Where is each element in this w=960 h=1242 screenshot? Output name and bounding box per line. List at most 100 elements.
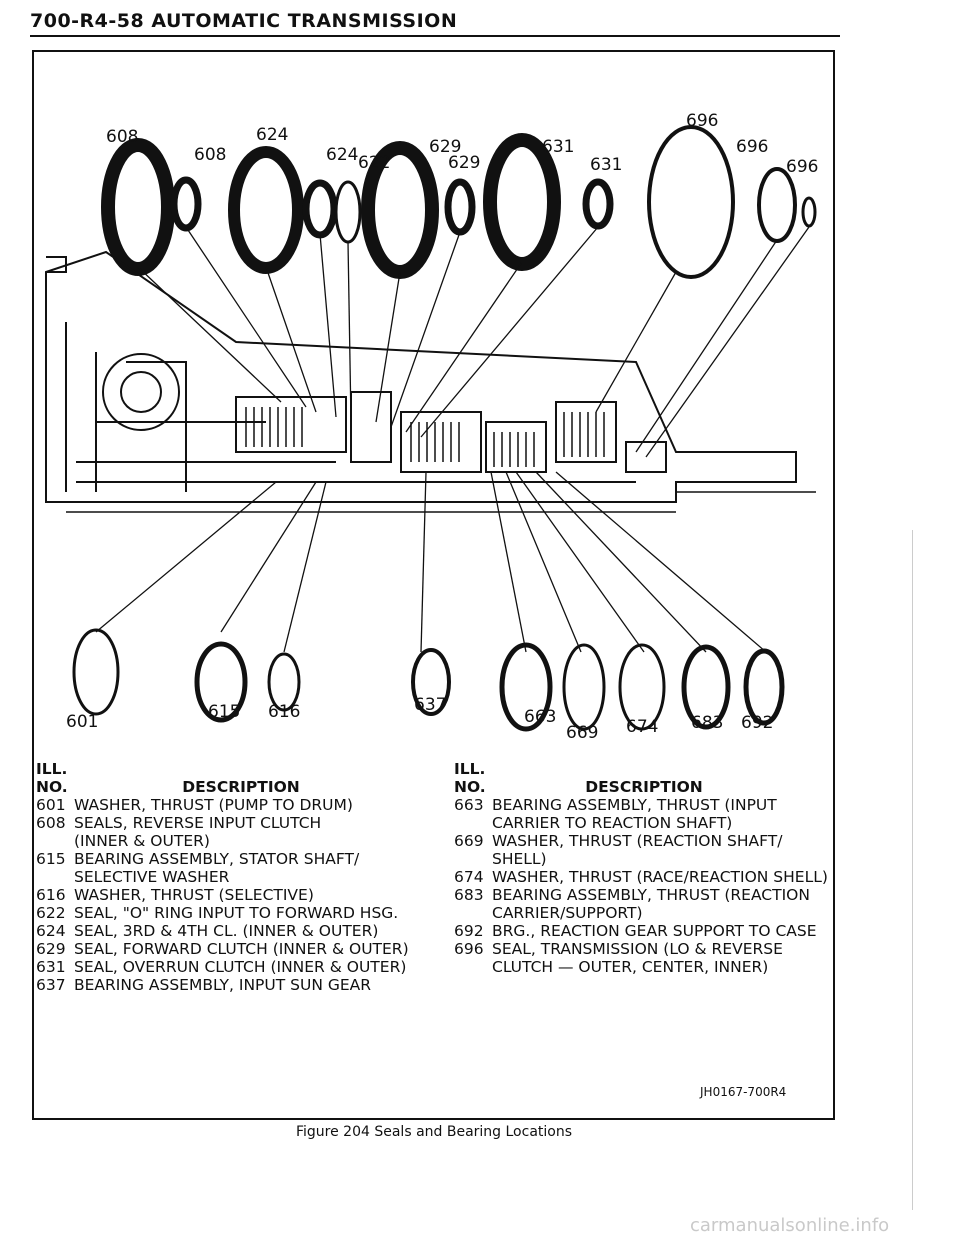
legend-entry: 616 WASHER, THRUST (SELECTIVE) (36, 886, 456, 904)
legend-entry-description: SEAL, OVERRUN CLUTCH (INNER & OUTER) (74, 958, 456, 976)
washer-616 (267, 652, 301, 712)
legend-entry-line: BEARING ASSEMBLY, THRUST (REACTION (492, 886, 810, 904)
callout-608-b: 608 (194, 145, 226, 165)
legend-entry-number: 616 (36, 886, 66, 904)
callout-601: 601 (66, 712, 98, 732)
legend-entry: 622 SEAL, "O" RING INPUT TO FORWARD HSG. (36, 904, 456, 922)
legend-entry-number: 622 (36, 904, 66, 922)
legend-entry: 692 BRG., REACTION GEAR SUPPORT TO CASE (454, 922, 844, 940)
legend-entry-line: (INNER & OUTER) (74, 832, 210, 850)
bottom-bearings (72, 628, 785, 732)
callout-629-a: 629 (429, 137, 461, 157)
legend-entry-line: SELECTIVE WASHER (74, 868, 230, 886)
legend-ill-label: ILL. (454, 760, 486, 778)
legend-description-label: DESCRIPTION (585, 778, 703, 796)
callout-696-c: 696 (786, 157, 818, 177)
figure-code: JH0167-700R4 (700, 1085, 787, 1099)
callout-608-a: 608 (106, 127, 138, 147)
callout-674: 674 (626, 717, 658, 737)
transmission-cross-section (45, 250, 816, 513)
legend-entry: 629 SEAL, FORWARD CLUTCH (INNER & OUTER) (36, 940, 456, 958)
washer-669 (562, 643, 606, 731)
seal-608-outer (101, 138, 175, 276)
header-rule (30, 35, 840, 37)
legend-entry-number: 624 (36, 922, 66, 940)
legend-entry-number: 629 (36, 940, 66, 958)
seal-696-inner (801, 196, 817, 228)
legend-entry-line: SEAL, OVERRUN CLUTCH (INNER & OUTER) (74, 958, 407, 976)
callout-696-b: 696 (736, 137, 768, 157)
legend-entry-line: BRG., REACTION GEAR SUPPORT TO CASE (492, 922, 817, 940)
callout-622: 622 (358, 153, 390, 173)
legend-entry-description: WASHER, THRUST (REACTION SHAFT/SHELL) (492, 832, 844, 868)
seal-696-outer (647, 125, 735, 279)
callout-labels: 608 608 624 624 622 629 629 631 631 696 … (66, 111, 818, 743)
page-header: 700-R4-58 AUTOMATIC TRANSMISSION (30, 10, 458, 32)
watermark: carmanualsonline.info (690, 1215, 890, 1236)
callout-696-a: 696 (686, 111, 718, 131)
legend-entry: 637 BEARING ASSEMBLY, INPUT SUN GEAR (36, 976, 456, 994)
seal-696-center (757, 167, 797, 243)
callout-637: 637 (414, 695, 446, 715)
legend-entry-description: WASHER, THRUST (RACE/REACTION SHELL) (492, 868, 844, 886)
seal-624-outer (228, 146, 304, 274)
callout-629-b: 629 (448, 153, 480, 173)
legend-entry-description: SEALS, REVERSE INPUT CLUTCH(INNER & OUTE… (74, 814, 456, 850)
side-rule (912, 530, 913, 1210)
legend-entry-number: 663 (454, 796, 484, 814)
legend-entry: 631 SEAL, OVERRUN CLUTCH (INNER & OUTER) (36, 958, 456, 976)
legend-entry-number: 692 (454, 922, 484, 940)
legend-ill-label: ILL. (36, 760, 68, 778)
callout-663: 663 (524, 707, 556, 727)
legend-entry-number: 683 (454, 886, 484, 904)
seal-631-outer (483, 133, 561, 271)
legend-entry: 669 WASHER, THRUST (REACTION SHAFT/SHELL) (454, 832, 844, 868)
callout-683: 683 (691, 713, 723, 733)
legend-entry-line: SEAL, TRANSMISSION (LO & REVERSE (492, 940, 783, 958)
figure-caption: Figure 204 Seals and Bearing Locations (295, 1124, 573, 1140)
legend-entry-number: 696 (454, 940, 484, 958)
callout-631-a: 631 (542, 137, 574, 157)
legend-entry: 624 SEAL, 3RD & 4TH CL. (INNER & OUTER) (36, 922, 456, 940)
legend-entry-description: BEARING ASSEMBLY, INPUT SUN GEAR (74, 976, 456, 994)
legend-description-label: DESCRIPTION (182, 778, 300, 796)
legend-entry-line: SHELL) (492, 850, 547, 868)
legend-entry: 608 SEALS, REVERSE INPUT CLUTCH(INNER & O… (36, 814, 456, 850)
legend-entry-line: SEAL, "O" RING INPUT TO FORWARD HSG. (74, 904, 399, 922)
seal-629-inner (444, 178, 476, 236)
legend-entry-number: 608 (36, 814, 66, 832)
legend-entry-description: BRG., REACTION GEAR SUPPORT TO CASE (492, 922, 844, 940)
legend-entry-description: WASHER, THRUST (PUMP TO DRUM) (74, 796, 456, 814)
callout-624-a: 624 (256, 125, 288, 145)
callout-692: 692 (741, 713, 773, 733)
legend-entry-number: 637 (36, 976, 66, 994)
seal-608-inner (170, 176, 202, 232)
legend-entry-description: SEAL, 3RD & 4TH CL. (INNER & OUTER) (74, 922, 456, 940)
legend-entry-line: BEARING ASSEMBLY, INPUT SUN GEAR (74, 976, 372, 994)
legend-entry-number: 615 (36, 850, 66, 868)
legend-header-row: NO. DESCRIPTION (454, 778, 844, 796)
bearing-615 (194, 641, 248, 723)
legend-no-label: NO. (454, 778, 486, 796)
legend-entry-line: CLUTCH — OUTER, CENTER, INNER) (492, 958, 769, 976)
legend-entry-line: SEAL, FORWARD CLUTCH (INNER & OUTER) (74, 940, 409, 958)
figure-frame (32, 50, 835, 1120)
legend-entry-line: WASHER, THRUST (RACE/REACTION SHELL) (492, 868, 828, 886)
callout-615: 615 (208, 702, 240, 722)
bearing-663 (499, 642, 553, 732)
legend-entry-description: WASHER, THRUST (SELECTIVE) (74, 886, 456, 904)
legend-entry-number: 669 (454, 832, 484, 850)
legend-entry-number: 631 (36, 958, 66, 976)
